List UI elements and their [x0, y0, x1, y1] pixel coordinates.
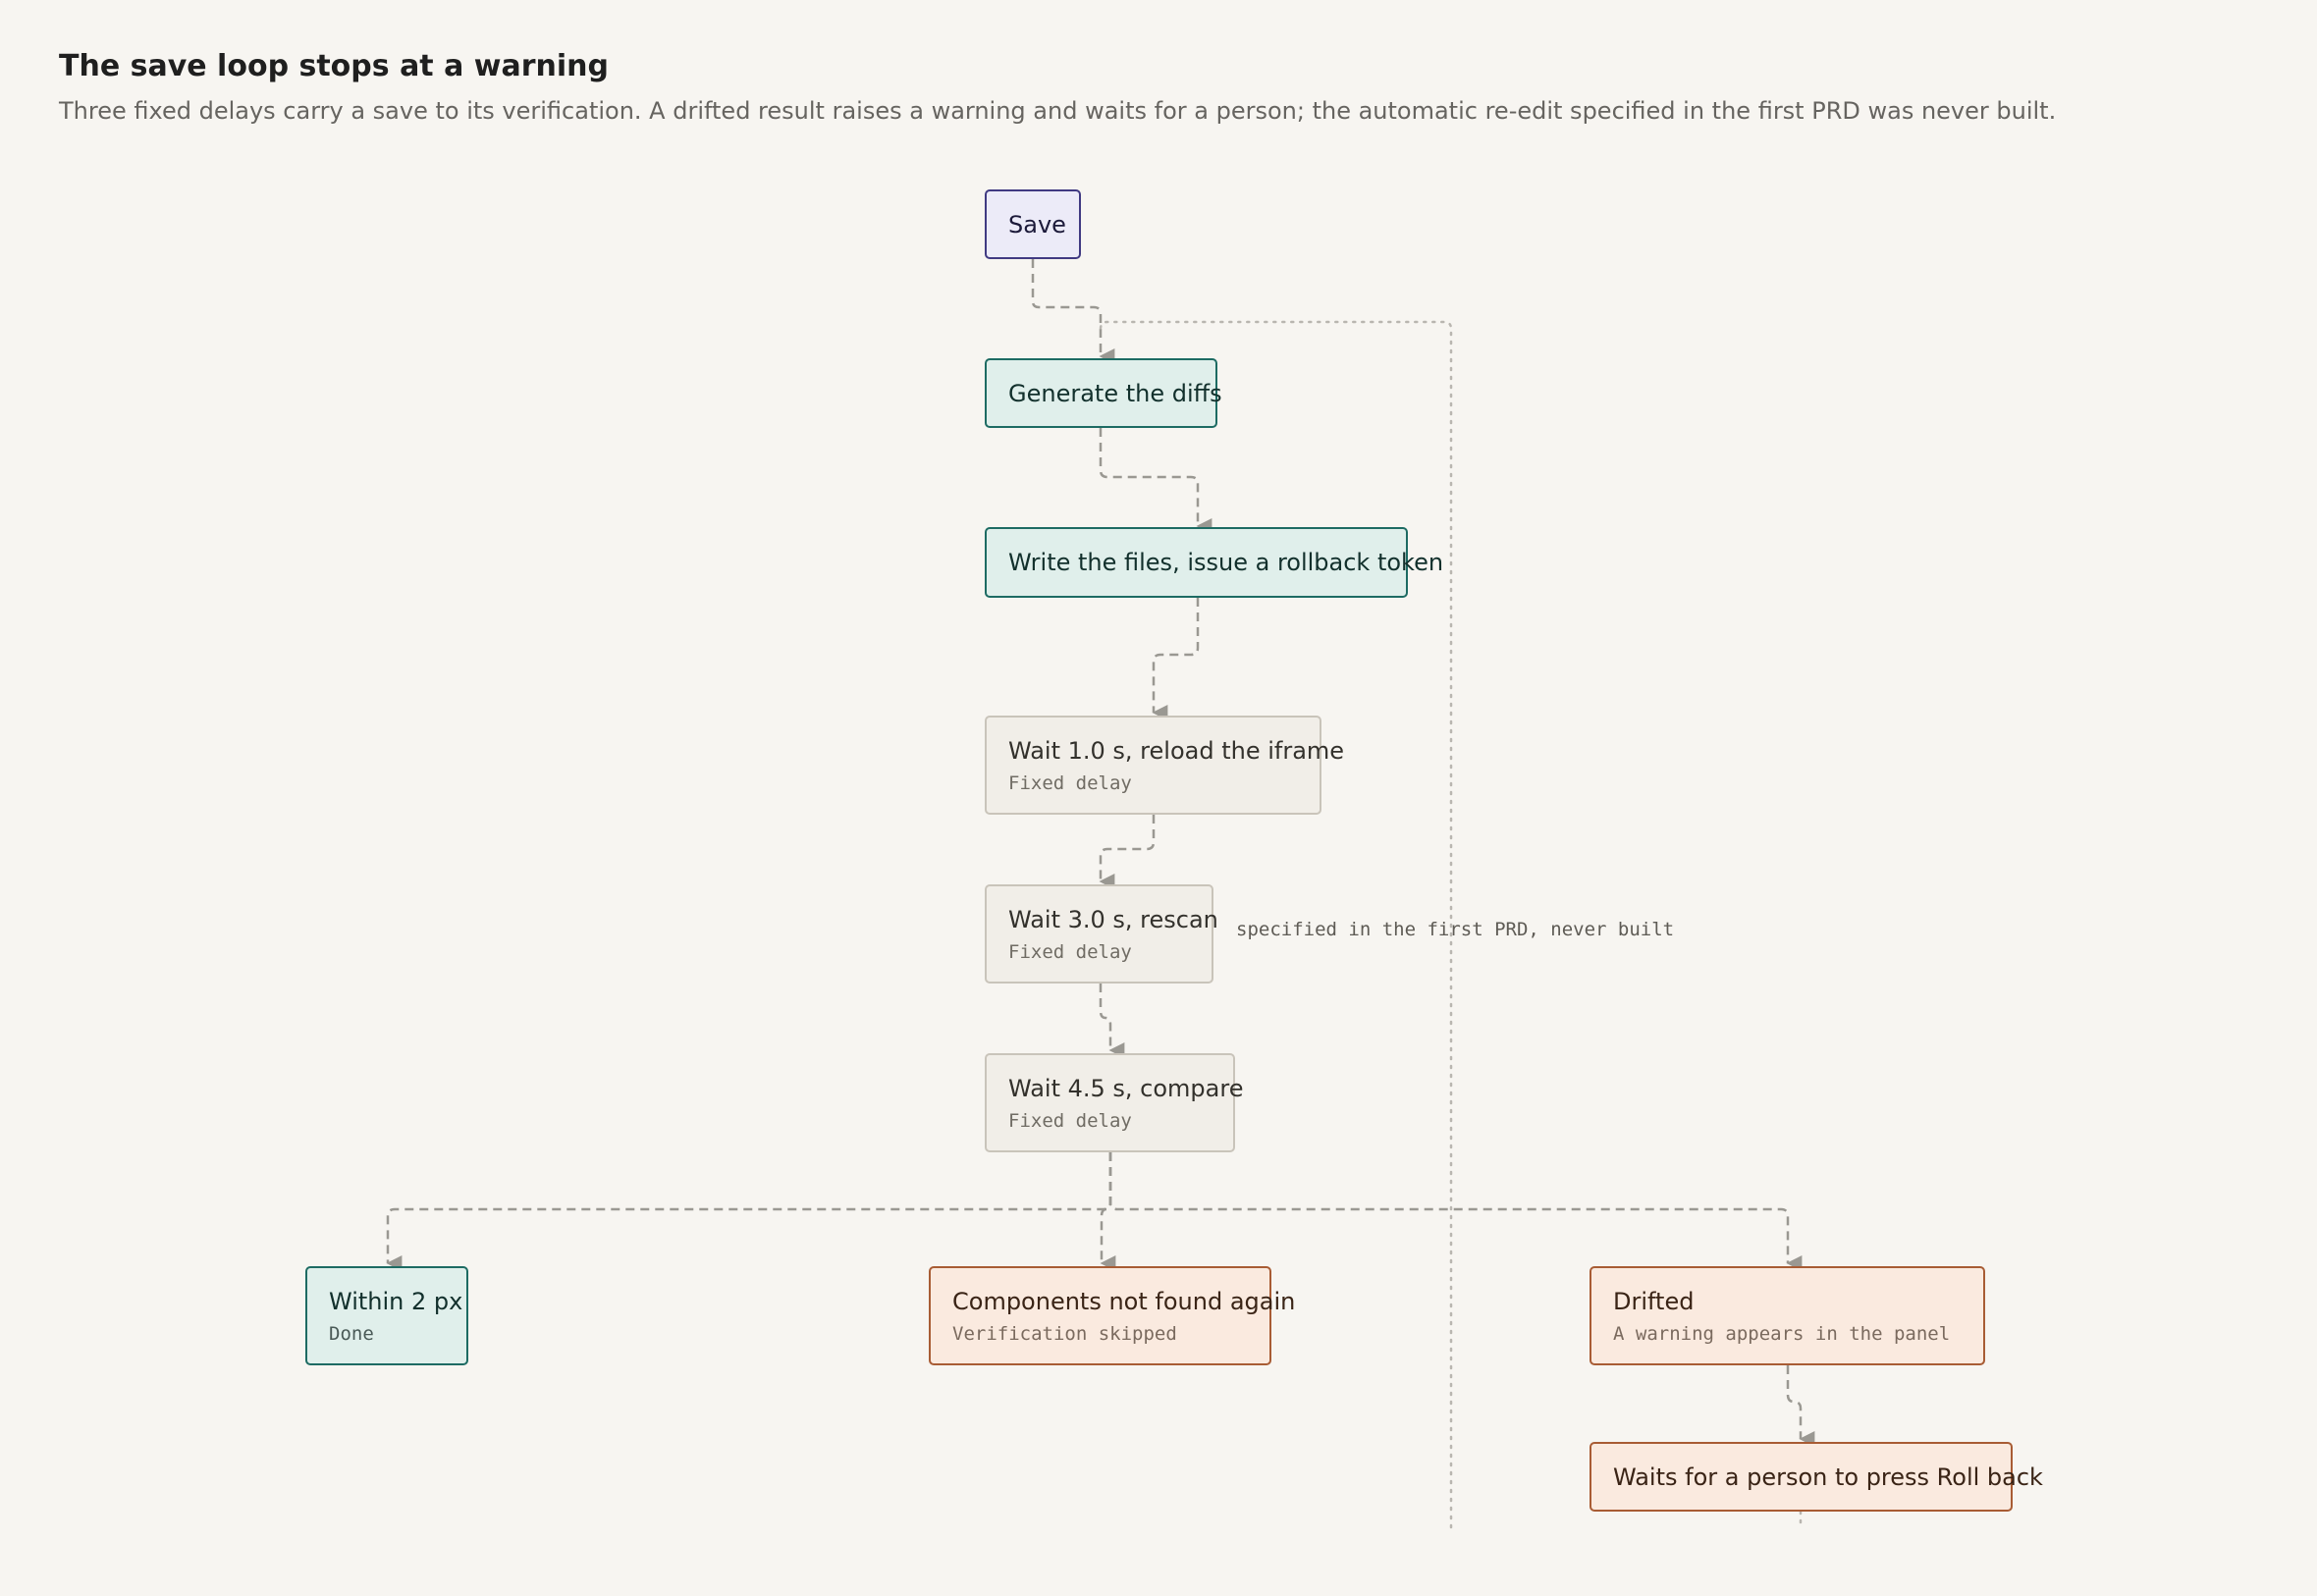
edge-wait1-wait2: [1099, 815, 1156, 889]
edge-save-generate: [1031, 259, 1115, 364]
edge-wait2-wait3: [1099, 984, 1125, 1058]
node-write-files: Write the files, issue a rollback token: [985, 527, 1444, 598]
edge-wait3-within: [386, 1152, 1112, 1271]
node-waits-for-person: Waits for a person to press Roll back: [1590, 1442, 2043, 1512]
node-within-2px-label: Within 2 px: [329, 1287, 463, 1315]
diagram-title: The save loop stops at a warning: [59, 49, 610, 83]
node-generate-diffs: Generate the diffs: [985, 358, 1222, 428]
node-wait-1: Wait 1.0 s, reload the iframe Fixed dela…: [985, 716, 1345, 815]
node-wait-2: Wait 3.0 s, rescan Fixed delay: [985, 884, 1218, 984]
node-drifted-label: Drifted: [1613, 1287, 1695, 1315]
diagram-subtitle: Three fixed delays carry a save to its v…: [59, 97, 2057, 125]
node-wait-2-sub: Fixed delay: [1008, 940, 1132, 963]
node-wait-1-sub: Fixed delay: [1008, 771, 1132, 794]
node-save: Save: [985, 189, 1081, 259]
edge-wait3-notfound: [1100, 1152, 1116, 1271]
node-within-2px-sub: Done: [329, 1322, 374, 1345]
never-built-annotation: specified in the first PRD, never built: [1236, 919, 1675, 940]
node-components-not-found: Components not found again Verification …: [929, 1266, 1296, 1365]
node-wait-3: Wait 4.5 s, compare Fixed delay: [985, 1053, 1244, 1152]
edge-drifted-waits: [1786, 1365, 1815, 1447]
edge-write-wait1: [1152, 598, 1200, 720]
node-wait-1-label: Wait 1.0 s, reload the iframe: [1008, 736, 1345, 765]
edge-wait3-drifted: [1108, 1152, 1803, 1271]
node-waits-for-person-label: Waits for a person to press Roll back: [1613, 1463, 2043, 1491]
node-components-not-found-label: Components not found again: [952, 1287, 1296, 1315]
node-generate-diffs-label: Generate the diffs: [1008, 379, 1222, 407]
node-wait-3-sub: Fixed delay: [1008, 1109, 1132, 1132]
node-within-2px: Within 2 px Done: [305, 1266, 468, 1365]
node-wait-2-label: Wait 3.0 s, rescan: [1008, 905, 1218, 933]
node-wait-3-label: Wait 4.5 s, compare: [1008, 1074, 1244, 1102]
edge-never-built-return: [1099, 320, 1453, 1529]
node-drifted-sub: A warning appears in the panel: [1613, 1322, 1951, 1345]
edge-generate-write: [1099, 428, 1212, 534]
node-drifted: Drifted A warning appears in the panel: [1590, 1266, 1985, 1365]
node-write-files-label: Write the files, issue a rollback token: [1008, 549, 1444, 576]
node-save-label: Save: [1008, 210, 1066, 239]
node-components-not-found-sub: Verification skipped: [952, 1322, 1177, 1345]
